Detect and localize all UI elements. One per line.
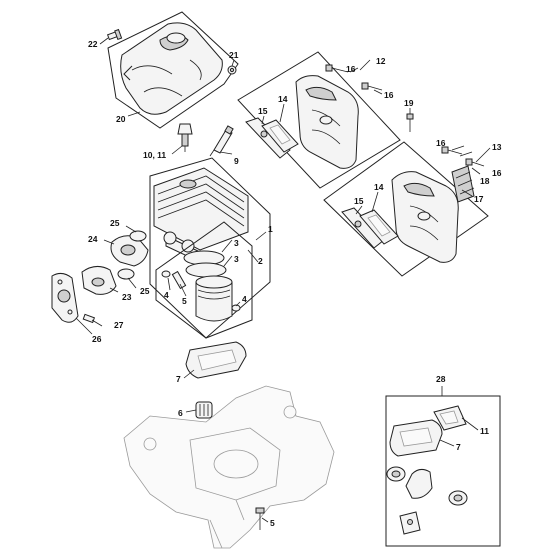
callout-10-11: 10, 11	[143, 150, 166, 160]
piston-assembly-box-part-2[interactable]	[155, 221, 253, 339]
crankcase-reference	[123, 385, 335, 549]
callout-7b: 7	[456, 442, 461, 452]
cylinder-part-1[interactable]	[149, 157, 271, 339]
shroud-part-20[interactable]	[107, 11, 239, 129]
callout-9: 9	[234, 156, 239, 166]
callout-11: 11	[480, 426, 489, 436]
manifold-flange-part-23[interactable]	[81, 266, 117, 295]
sleeve-part-6[interactable]	[195, 401, 213, 419]
heat-shield-part-15a[interactable]	[245, 117, 291, 159]
callout-14a: 14	[278, 94, 288, 104]
callout-15b: 15	[354, 196, 364, 206]
callout-19: 19	[404, 98, 414, 108]
spark-plug-terminal-part-10-11[interactable]	[177, 123, 193, 152]
callout-4b: 4	[242, 294, 247, 304]
cylinder-gasket-part-7a[interactable]	[185, 341, 247, 379]
hose-clamp-part-25b[interactable]	[117, 268, 135, 280]
piston-rings-part-3[interactable]	[183, 250, 227, 278]
snap-ring-part-4a[interactable]	[161, 270, 171, 278]
callout-16b: 16	[384, 90, 394, 100]
piston-pin-part-5[interactable]	[171, 270, 187, 290]
callout-17: 17	[474, 194, 484, 204]
callout-4a: 4	[164, 290, 169, 300]
callout-5-lower: 5	[270, 518, 275, 528]
callout-16c: 16	[436, 138, 446, 148]
callout-20: 20	[116, 114, 126, 124]
gasket-set-part-28[interactable]	[385, 395, 501, 547]
callout-27: 27	[114, 320, 124, 330]
callout-15a: 15	[258, 106, 268, 116]
callout-3b: 3	[234, 254, 239, 264]
gasket-set-cylinder-gasket-part-7b[interactable]	[389, 419, 443, 457]
bolt-part-5-lower[interactable]	[255, 507, 265, 530]
callout-7a: 7	[176, 374, 181, 384]
carburetor-flange-part-26[interactable]	[51, 272, 79, 323]
muffler-assembly-part-12[interactable]	[237, 51, 401, 189]
gasket-set-seal[interactable]	[386, 466, 406, 482]
callout-26: 26	[92, 334, 102, 344]
callout-24: 24	[88, 234, 98, 244]
callout-6: 6	[178, 408, 183, 418]
callout-21: 21	[229, 50, 239, 60]
intake-manifold-part-24[interactable]	[110, 235, 149, 267]
callout-18: 18	[480, 176, 490, 186]
piston-part-2[interactable]	[195, 275, 233, 322]
bolt-part-16a[interactable]	[325, 64, 349, 73]
callout-3a: 3	[234, 238, 239, 248]
gasket-set-flange-gasket[interactable]	[399, 511, 421, 535]
callout-28: 28	[436, 374, 446, 384]
callout-5: 5	[182, 296, 187, 306]
callout-25a: 25	[110, 218, 120, 228]
muffler-assembly-part-13[interactable]	[323, 141, 489, 277]
gasket-set-crankcase-gasket[interactable]	[405, 468, 433, 499]
callout-25b: 25	[140, 286, 150, 296]
screw-part-19[interactable]	[406, 113, 414, 132]
callout-12: 12	[376, 56, 386, 66]
gasket-part-14b[interactable]	[359, 209, 399, 245]
gasket-part-14a[interactable]	[261, 119, 299, 153]
callout-13: 13	[492, 142, 502, 152]
bolt-part-16b[interactable]	[361, 82, 383, 91]
hose-clamp-part-25a[interactable]	[129, 230, 147, 242]
callout-16d: 16	[492, 168, 502, 178]
nut-part-21[interactable]	[227, 65, 237, 75]
leader-lines	[75, 37, 491, 523]
callout-14b: 14	[374, 182, 384, 192]
spark-arrestor-screen-part-18[interactable]	[451, 165, 475, 203]
callout-16a: 16	[346, 64, 356, 74]
callout-22: 22	[88, 39, 98, 49]
callout-2: 2	[258, 256, 263, 266]
spark-plug-part-9[interactable]	[209, 125, 234, 157]
gasket-set-oil-seal[interactable]	[448, 490, 468, 506]
callout-labels: 22 21 20 10, 11 9 12 16 16 19 15 14 13 1…	[88, 39, 502, 528]
bolt-part-16c[interactable]	[441, 146, 463, 155]
fastener-part-27[interactable]	[82, 313, 96, 324]
snap-ring-part-4b[interactable]	[231, 304, 241, 312]
callout-23: 23	[122, 292, 132, 302]
callout-1: 1	[268, 224, 273, 234]
bolt-part-16d[interactable]	[465, 158, 485, 167]
screw-part-22[interactable]	[106, 28, 123, 41]
gasket-set-muffler-gasket-part-11[interactable]	[433, 405, 467, 431]
